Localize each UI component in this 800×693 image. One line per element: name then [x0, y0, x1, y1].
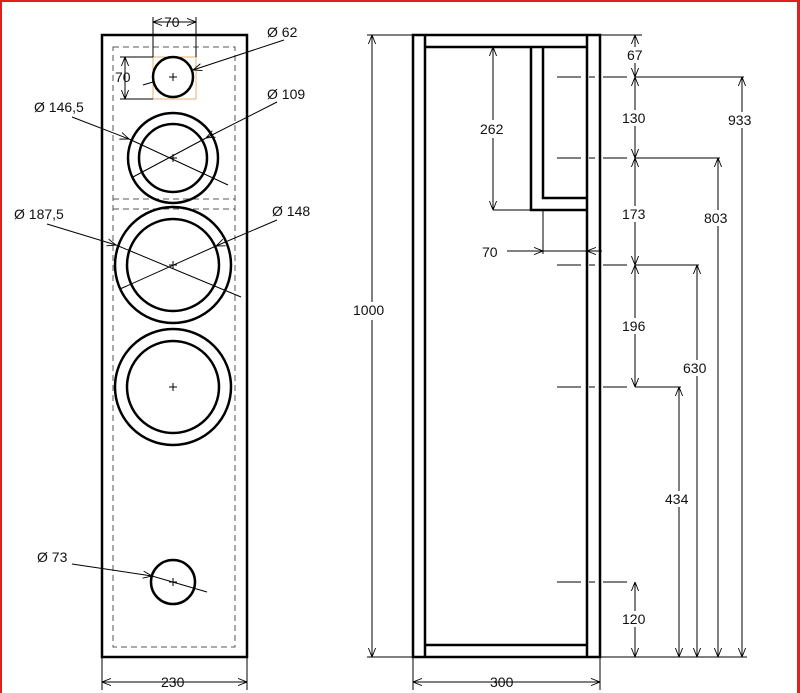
spacing-173: 173 — [622, 206, 646, 222]
chamber-height-label: 262 — [480, 121, 504, 137]
spacing-120: 120 — [622, 611, 646, 627]
port-circle — [149, 558, 197, 606]
total-height-label: 1000 — [353, 302, 384, 318]
side-panels — [423, 35, 589, 657]
woofer2-inner-circle — [125, 339, 221, 435]
mid-outer-circle — [126, 111, 220, 205]
mid-inner-circle — [137, 122, 209, 194]
port-diameter-label: Ø 73 — [37, 549, 68, 565]
mid-inner-diameter-label: Ø 109 — [267, 86, 305, 102]
woofer-outer-diameter-label: Ø 187,5 — [14, 206, 64, 222]
woofer2-outer-circle — [113, 327, 233, 447]
side-cabinet-outline — [411, 33, 602, 659]
side-depth-label: 300 — [490, 674, 514, 690]
tweeter-width-label: 70 — [164, 14, 180, 30]
front-width-label: 230 — [161, 674, 185, 690]
height-803: 803 — [704, 210, 728, 226]
spacing-130: 130 — [622, 110, 646, 126]
height-434: 434 — [665, 491, 689, 507]
woofer-inner-diameter-label: Ø 148 — [272, 203, 310, 219]
woofer1-outer-circle — [113, 205, 233, 325]
front-view: 70 70 Ø 62 Ø 109 Ø 146,5 Ø 187,5 Ø 148 Ø… — [14, 14, 310, 690]
inner-dashed-outline — [112, 46, 236, 648]
mid-outer-diameter-label: Ø 146,5 — [34, 99, 84, 115]
chamber-depth-label: 70 — [482, 244, 498, 260]
front-cabinet-outline — [100, 33, 249, 659]
spacing-196: 196 — [622, 318, 646, 334]
tweeter-diameter-label: Ø 62 — [267, 24, 298, 40]
tweeter-height-label: 70 — [115, 69, 131, 85]
height-630: 630 — [683, 360, 707, 376]
tweeter-circle — [151, 55, 195, 99]
woofer1-inner-circle — [125, 217, 221, 313]
height-933: 933 — [728, 112, 752, 128]
spacing-67: 67 — [627, 47, 643, 63]
tweeter-chamber — [529, 47, 587, 212]
side-view: 262 70 1000 67 130 173 196 120 933 803 6… — [352, 33, 757, 690]
